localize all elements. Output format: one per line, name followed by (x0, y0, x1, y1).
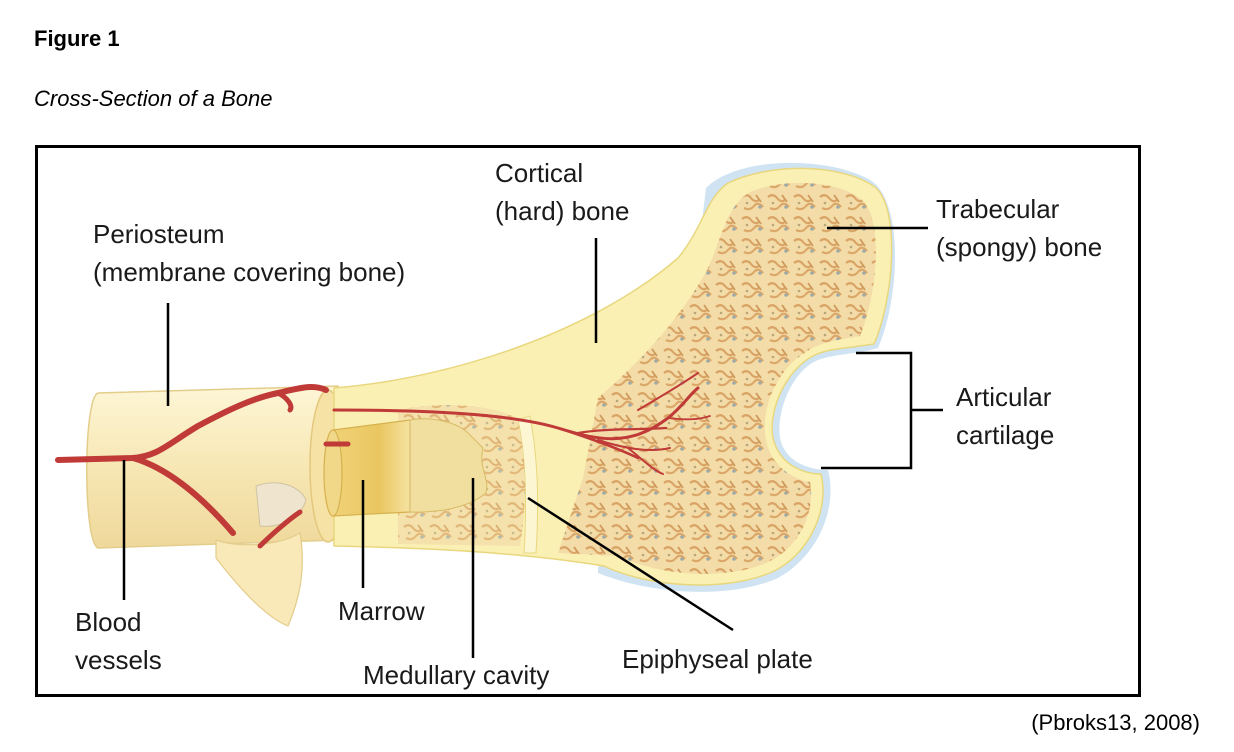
label-trabecular-line2: (spongy) bone (936, 232, 1102, 262)
figure-label: Figure 1 (34, 26, 120, 52)
label-articular-line1: Articular (956, 382, 1052, 412)
bone-diagram: Cortical (hard) bone Trabecular (spongy)… (38, 148, 1141, 697)
label-periosteum-line1: Periosteum (93, 219, 225, 249)
label-marrow: Marrow (338, 596, 425, 626)
label-epiphyseal-plate: Epiphyseal plate (622, 644, 813, 674)
label-periosteum-line2: (membrane covering bone) (93, 257, 405, 287)
figure-title: Cross-Section of a Bone (34, 86, 272, 112)
label-cortical-line1: Cortical (495, 158, 583, 188)
label-medullary-cavity: Medullary cavity (363, 660, 549, 690)
label-blood-vessels-line1: Blood (75, 607, 142, 637)
figure-credit: (Pbroks13, 2008) (1031, 710, 1200, 736)
label-cortical-line2: (hard) bone (495, 196, 629, 226)
marrow (333, 420, 410, 516)
label-trabecular-line1: Trabecular (936, 194, 1060, 224)
diagram-frame: Cortical (hard) bone Trabecular (spongy)… (35, 145, 1141, 697)
label-articular-line2: cartilage (956, 420, 1054, 450)
label-blood-vessels-line2: vessels (75, 645, 162, 675)
